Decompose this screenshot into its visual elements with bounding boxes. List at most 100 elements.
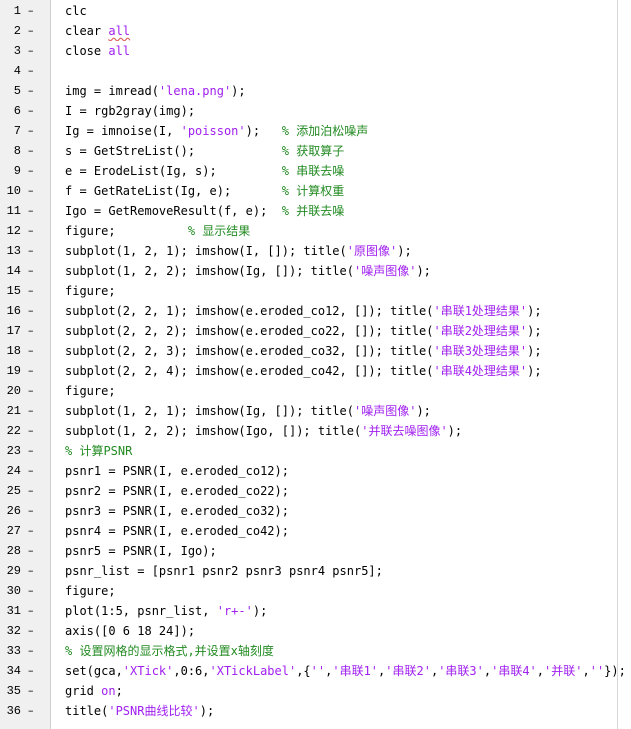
code-line[interactable]: 34–set(gca,'XTick',0:6,'XTickLabel',{'',…	[0, 661, 631, 681]
code-text[interactable]: psnr_list = [psnr1 psnr2 psnr3 psnr4 psn…	[65, 561, 625, 581]
breakpoint-dash[interactable]: –	[28, 424, 34, 437]
code-line[interactable]: 21–subplot(1, 2, 1); imshow(Ig, []); tit…	[0, 401, 631, 421]
code-line[interactable]: 36–title('PSNR曲线比较');	[0, 701, 631, 721]
code-text[interactable]: subplot(2, 2, 1); imshow(e.eroded_co12, …	[65, 301, 625, 321]
breakpoint-dash[interactable]: –	[28, 364, 34, 377]
code-line[interactable]: 18–subplot(2, 2, 3); imshow(e.eroded_co3…	[0, 341, 631, 361]
code-line[interactable]: 6–I = rgb2gray(img);	[0, 101, 631, 121]
code-line[interactable]: 10–f = GetRateList(Ig, e); % 计算权重	[0, 181, 631, 201]
code-text[interactable]: e = ErodeList(Ig, s); % 串联去噪	[65, 161, 625, 181]
breakpoint-dash[interactable]: –	[28, 704, 34, 717]
code-line[interactable]: 4–	[0, 61, 631, 81]
code-text[interactable]: psnr3 = PSNR(I, e.eroded_co32);	[65, 501, 625, 521]
code-text[interactable]: Igo = GetRemoveResult(f, e); % 并联去噪	[65, 201, 625, 221]
breakpoint-dash[interactable]: –	[28, 484, 34, 497]
code-text[interactable]: % 计算PSNR	[65, 441, 625, 461]
code-line[interactable]: 5–img = imread('lena.png');	[0, 81, 631, 101]
code-text[interactable]: figure;	[65, 381, 625, 401]
code-line[interactable]: 35–grid on;	[0, 681, 631, 701]
breakpoint-dash[interactable]: –	[28, 164, 34, 177]
code-text[interactable]: psnr1 = PSNR(I, e.eroded_co12);	[65, 461, 625, 481]
code-text[interactable]: psnr2 = PSNR(I, e.eroded_co22);	[65, 481, 625, 501]
breakpoint-dash[interactable]: –	[28, 564, 34, 577]
breakpoint-dash[interactable]: –	[28, 544, 34, 557]
breakpoint-dash[interactable]: –	[28, 204, 34, 217]
breakpoint-dash[interactable]: –	[28, 664, 34, 677]
code-text[interactable]: subplot(1, 2, 2); imshow(Igo, []); title…	[65, 421, 625, 441]
code-line[interactable]: 28–psnr5 = PSNR(I, Igo);	[0, 541, 631, 561]
code-text[interactable]: subplot(1, 2, 1); imshow(I, []); title('…	[65, 241, 625, 261]
code-line[interactable]: 11–Igo = GetRemoveResult(f, e); % 并联去噪	[0, 201, 631, 221]
code-text[interactable]: set(gca,'XTick',0:6,'XTickLabel',{'','串联…	[65, 661, 625, 681]
code-text[interactable]: % 设置网格的显示格式,并设置x轴刻度	[65, 641, 625, 661]
code-line[interactable]: 24–psnr1 = PSNR(I, e.eroded_co12);	[0, 461, 631, 481]
code-text[interactable]: close all	[65, 41, 625, 61]
code-text[interactable]: title('PSNR曲线比较');	[65, 701, 625, 721]
code-text[interactable]: Ig = imnoise(I, 'poisson'); % 添加泊松噪声	[65, 121, 625, 141]
code-line[interactable]: 2–clear all	[0, 21, 631, 41]
code-text[interactable]: subplot(2, 2, 2); imshow(e.eroded_co22, …	[65, 321, 625, 341]
breakpoint-dash[interactable]: –	[28, 144, 34, 157]
breakpoint-dash[interactable]: –	[28, 284, 34, 297]
breakpoint-dash[interactable]: –	[28, 604, 34, 617]
breakpoint-dash[interactable]: –	[28, 64, 34, 77]
code-line[interactable]: 13–subplot(1, 2, 1); imshow(I, []); titl…	[0, 241, 631, 261]
code-text[interactable]: grid on;	[65, 681, 625, 701]
code-line[interactable]: 17–subplot(2, 2, 2); imshow(e.eroded_co2…	[0, 321, 631, 341]
code-line[interactable]: 16–subplot(2, 2, 1); imshow(e.eroded_co1…	[0, 301, 631, 321]
breakpoint-dash[interactable]: –	[28, 464, 34, 477]
code-line[interactable]: 32–axis([0 6 18 24]);	[0, 621, 631, 641]
code-line[interactable]: 14–subplot(1, 2, 2); imshow(Ig, []); tit…	[0, 261, 631, 281]
breakpoint-dash[interactable]: –	[28, 304, 34, 317]
breakpoint-dash[interactable]: –	[28, 224, 34, 237]
code-text[interactable]: plot(1:5, psnr_list, 'r+-');	[65, 601, 625, 621]
code-text[interactable]: clear all	[65, 21, 625, 41]
breakpoint-dash[interactable]: –	[28, 124, 34, 137]
breakpoint-dash[interactable]: –	[28, 384, 34, 397]
breakpoint-dash[interactable]: –	[28, 524, 34, 537]
code-line[interactable]: 3–close all	[0, 41, 631, 61]
breakpoint-dash[interactable]: –	[28, 584, 34, 597]
breakpoint-dash[interactable]: –	[28, 624, 34, 637]
breakpoint-dash[interactable]: –	[28, 24, 34, 37]
breakpoint-dash[interactable]: –	[28, 644, 34, 657]
code-line[interactable]: 9–e = ErodeList(Ig, s); % 串联去噪	[0, 161, 631, 181]
code-text[interactable]: f = GetRateList(Ig, e); % 计算权重	[65, 181, 625, 201]
code-text[interactable]: subplot(1, 2, 1); imshow(Ig, []); title(…	[65, 401, 625, 421]
breakpoint-dash[interactable]: –	[28, 444, 34, 457]
breakpoint-dash[interactable]: –	[28, 84, 34, 97]
code-line[interactable]: 22–subplot(1, 2, 2); imshow(Igo, []); ti…	[0, 421, 631, 441]
breakpoint-dash[interactable]: –	[28, 44, 34, 57]
code-line[interactable]: 1–clc	[0, 1, 631, 21]
code-text[interactable]: figure;	[65, 581, 625, 601]
code-text[interactable]: axis([0 6 18 24]);	[65, 621, 625, 641]
code-line[interactable]: 26–psnr3 = PSNR(I, e.eroded_co32);	[0, 501, 631, 521]
code-text[interactable]: s = GetStreList(); % 获取算子	[65, 141, 625, 161]
code-line[interactable]: 33–% 设置网格的显示格式,并设置x轴刻度	[0, 641, 631, 661]
code-text[interactable]: figure;	[65, 281, 625, 301]
code-line[interactable]: 29–psnr_list = [psnr1 psnr2 psnr3 psnr4 …	[0, 561, 631, 581]
code-text[interactable]: img = imread('lena.png');	[65, 81, 625, 101]
code-text[interactable]: psnr5 = PSNR(I, Igo);	[65, 541, 625, 561]
breakpoint-dash[interactable]: –	[28, 324, 34, 337]
code-line[interactable]: 30–figure;	[0, 581, 631, 601]
code-line[interactable]: 7–Ig = imnoise(I, 'poisson'); % 添加泊松噪声	[0, 121, 631, 141]
code-line[interactable]: 27–psnr4 = PSNR(I, e.eroded_co42);	[0, 521, 631, 541]
breakpoint-dash[interactable]: –	[28, 244, 34, 257]
code-text[interactable]: psnr4 = PSNR(I, e.eroded_co42);	[65, 521, 625, 541]
code-text[interactable]: subplot(1, 2, 2); imshow(Ig, []); title(…	[65, 261, 625, 281]
breakpoint-dash[interactable]: –	[28, 104, 34, 117]
code-text[interactable]: clc	[65, 1, 625, 21]
code-line[interactable]: 19–subplot(2, 2, 4); imshow(e.eroded_co4…	[0, 361, 631, 381]
code-line[interactable]: 12–figure; % 显示结果	[0, 221, 631, 241]
code-line[interactable]: 31–plot(1:5, psnr_list, 'r+-');	[0, 601, 631, 621]
breakpoint-dash[interactable]: –	[28, 684, 34, 697]
code-text[interactable]: subplot(2, 2, 4); imshow(e.eroded_co42, …	[65, 361, 625, 381]
breakpoint-dash[interactable]: –	[28, 504, 34, 517]
breakpoint-dash[interactable]: –	[28, 184, 34, 197]
code-line[interactable]: 8–s = GetStreList(); % 获取算子	[0, 141, 631, 161]
code-line[interactable]: 23–% 计算PSNR	[0, 441, 631, 461]
breakpoint-dash[interactable]: –	[28, 4, 34, 17]
